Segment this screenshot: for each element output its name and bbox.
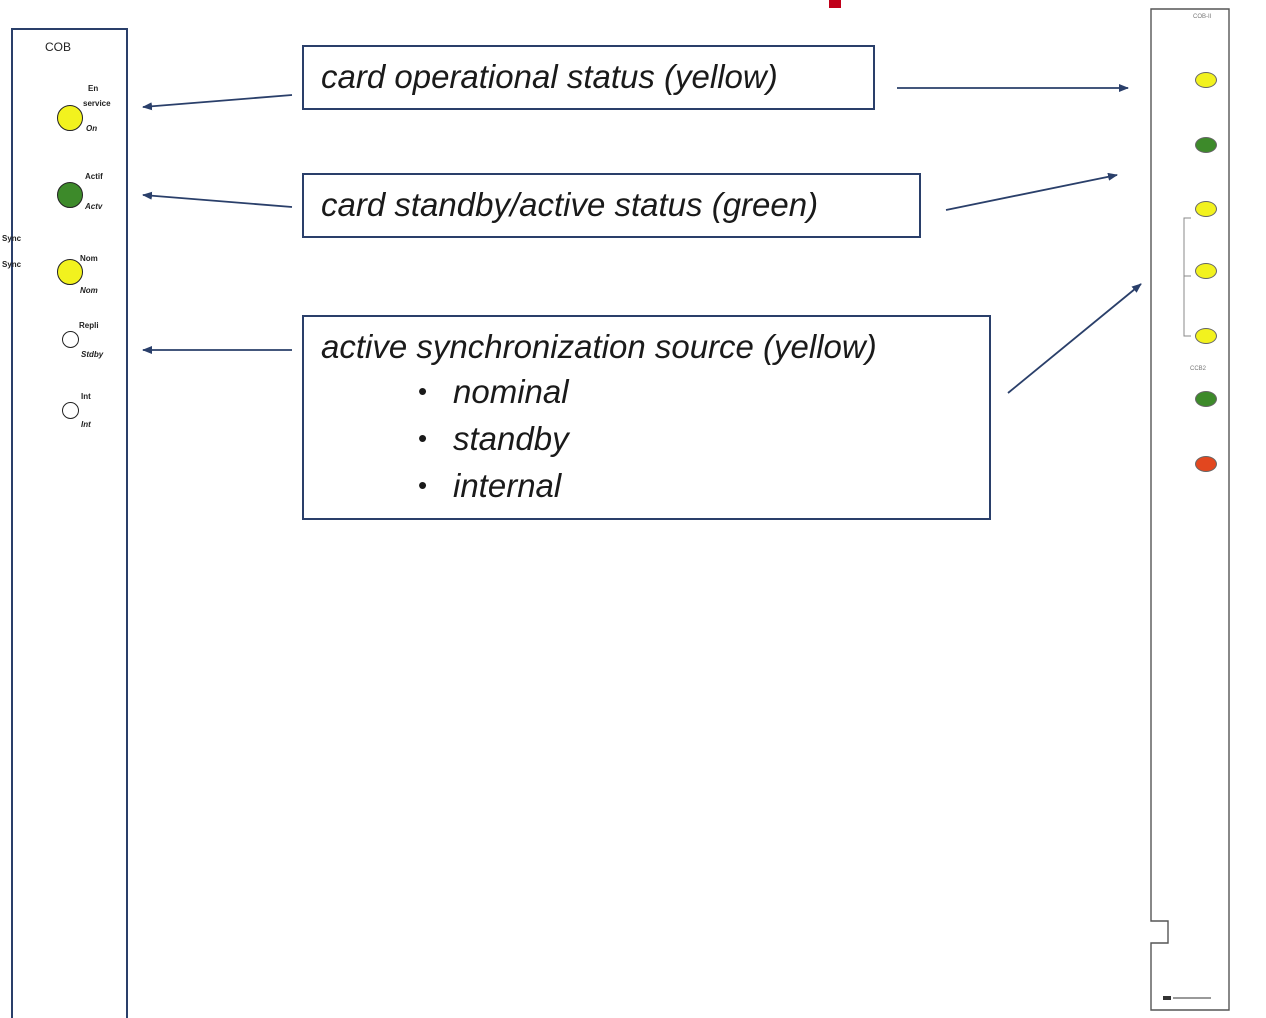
active-led-icon: [57, 182, 83, 208]
nominal-led-label-bottom: Nom: [80, 286, 98, 295]
active-led-label-actif: Actif: [85, 172, 103, 181]
cob-card-title: COB: [45, 40, 72, 54]
cob-card-front-panel: [11, 28, 128, 1018]
service-led-label-service: service: [83, 99, 111, 108]
standby-led-label-repli: Repli: [79, 321, 99, 330]
active-led-label-actv: Actv: [85, 202, 103, 211]
internal-sync-led-icon: [62, 402, 79, 419]
right-nominal-led-icon: [1195, 201, 1217, 217]
right-active-led-icon: [1195, 137, 1217, 153]
right-service-led-icon: [1195, 72, 1217, 88]
internal-led-label-top: Int: [81, 392, 91, 401]
service-led-label-en: En: [88, 84, 99, 93]
sync-source-item-standby: standby: [418, 415, 989, 462]
right-section-active-led-icon: [1195, 391, 1217, 407]
right-standby-led-icon: [1195, 263, 1217, 279]
sync-source-list: nominal standby internal: [418, 368, 989, 509]
callout-sync-source: active synchronization source (yellow) n…: [302, 315, 991, 520]
sync-label-2: Sync: [2, 260, 22, 269]
arrow-to-active-led: [142, 191, 293, 208]
standby-led-label-stdby: Stdby: [81, 350, 104, 359]
callout-standby-active-status-text: card standby/active status (green): [321, 186, 819, 223]
right-section-label: CCB2: [1190, 366, 1207, 372]
cob2-card-front-panel: [1150, 8, 1230, 1011]
callout-operational-status: card operational status (yellow): [302, 45, 875, 110]
service-led-label-on: On: [86, 124, 98, 133]
arrow-to-right-active-led: [945, 172, 1118, 211]
internal-led-label-bottom: Int: [81, 420, 91, 429]
callout-sync-source-title: active synchronization source (yellow): [321, 328, 877, 365]
callout-standby-active-status: card standby/active status (green): [302, 173, 921, 238]
arrow-to-right-sync-leds: [1007, 283, 1142, 394]
service-led-icon: [57, 105, 83, 131]
title-fragment-mark: [829, 0, 841, 8]
sync-source-item-internal: internal: [418, 462, 989, 509]
standby-sync-led-icon: [62, 331, 79, 348]
cob2-card-title: COB-II: [1193, 14, 1212, 20]
nominal-sync-led-icon: [57, 259, 83, 285]
callout-operational-status-text: card operational status (yellow): [321, 58, 778, 95]
right-internal-led-icon: [1195, 328, 1217, 344]
sync-label-1: Sync: [2, 234, 22, 243]
right-fault-led-icon: [1195, 456, 1217, 472]
nominal-led-label-top: Nom: [80, 254, 98, 263]
arrow-to-service-led: [142, 94, 293, 111]
sync-source-item-nominal: nominal: [418, 368, 989, 415]
